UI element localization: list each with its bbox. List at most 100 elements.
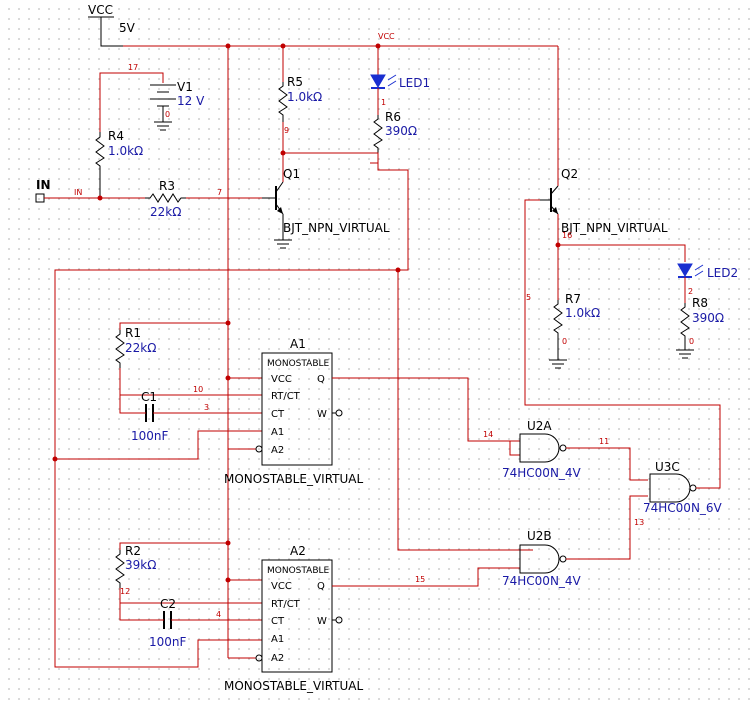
net-label: 9 [284,126,289,135]
c2-value: 100nF [149,635,187,649]
u2b-ref: U2B [527,529,552,543]
net-label: 16 [562,231,572,240]
a2-ref: A2 [290,544,306,558]
a1-model: MONOSTABLE_VIRTUAL [224,472,363,486]
vcc-power-symbol[interactable]: VCC 5V [88,3,136,47]
net-label: 2 [688,287,693,296]
inversion-bubble [559,444,567,452]
q1-ref: Q1 [283,167,300,181]
pin-label: VCC [271,581,292,592]
a2-model: MONOSTABLE_VIRTUAL [224,679,363,693]
pin-label: CT [271,409,285,420]
r4-resistor[interactable]: R4 1.0kΩ [95,129,143,198]
c2-ref: C2 [160,597,176,611]
junction-dot [97,195,103,201]
net-label: 3 [204,403,209,412]
r7-resistor[interactable]: R7 1.0kΩ 0 [549,245,600,369]
r2-resistor[interactable]: R2 39kΩ 12 [115,542,262,621]
net-label: 11 [599,437,609,446]
r4-value: 1.0kΩ [108,144,143,158]
vcc-rail-wire[interactable]: VCC [123,32,558,49]
net-label: 17 [128,63,138,72]
input-net-label: IN [74,188,82,197]
v1-ref: V1 [177,80,193,94]
r6-value: 390Ω [385,124,417,138]
u3c-model: 74HC00N_6V [643,501,723,515]
vcc-value-label: 5V [119,21,136,35]
v1-value: 12 V [177,94,205,108]
r7-value: 1.0kΩ [565,306,600,320]
net-label: 12 [120,587,130,596]
net-label: 0 [562,337,567,346]
u3c-nand-gate[interactable]: U3C 74HC00N_6V 5 [524,199,723,515]
input-port[interactable]: IN IN [35,178,145,203]
c2-capacitor[interactable]: C2 100nF 4 [149,597,262,649]
pin-label: Q [317,581,325,592]
inversion-bubble [689,484,697,492]
net-label: 1 [381,98,386,107]
q2-ref: Q2 [561,167,578,181]
r6-resistor[interactable]: R6 390Ω [283,110,417,164]
inversion-bubble [335,409,343,417]
inversion-bubble [255,445,263,453]
r1-resistor[interactable]: R1 22kΩ 10 [115,322,262,414]
pin-label: A1 [271,634,284,645]
r5-resistor[interactable]: R5 1.0kΩ 9 [278,46,322,182]
q1-transistor[interactable]: Q1 BJT_NPN_VIRTUAL [262,167,390,249]
q1-model: BJT_NPN_VIRTUAL [283,221,390,235]
u2b-nand-gate[interactable]: U2B 74HC00N_4V 13 [502,495,648,588]
net-label: 13 [634,518,644,527]
a2-title: MONOSTABLE [267,566,330,576]
net-label: 4 [216,610,221,619]
net-label: 0 [165,110,170,119]
u2b-model: 74HC00N_4V [502,574,582,588]
led1-diode[interactable]: LED1 1 [370,46,430,115]
pin-label: A1 [271,427,284,438]
inversion-bubble [335,616,343,624]
r3-value: 22kΩ [150,205,181,219]
c1-capacitor[interactable]: C1 100nF 3 [131,390,262,443]
pin-label: VCC [271,374,292,385]
q1-output-wire[interactable] [52,163,534,668]
led2-ref: LED2 [707,266,738,280]
u2a-ref: U2A [527,419,552,433]
r2-value: 39kΩ [125,558,156,572]
led2-diode[interactable]: LED2 2 [677,263,738,303]
c1-ref: C1 [141,390,157,404]
u2a-model: 74HC00N_4V [502,466,582,480]
net-label: 10 [193,385,203,394]
v1-battery[interactable]: 17 0 V1 12 V [99,63,205,132]
r7-ref: R7 [565,292,581,306]
u3c-ref: U3C [655,460,680,474]
net-label: 14 [483,430,493,439]
a2-q-wire[interactable]: 15 [332,567,520,587]
a1-q-wire[interactable]: 14 [332,377,510,442]
r6-ref: R6 [385,110,401,124]
a2-monostable[interactable]: A2 MONOSTABLE VCC RT/CT CT A1 A2 Q W MON… [224,544,363,693]
r2-ref: R2 [125,544,141,558]
pin-label: W [317,616,327,627]
net-label: 0 [689,337,694,346]
r8-resistor[interactable]: R8 390Ω 0 [676,296,724,359]
r5-value: 1.0kΩ [287,90,322,104]
inversion-bubble [255,654,263,662]
a1-monostable[interactable]: A1 MONOSTABLE VCC RT/CT CT A1 A2 Q W MON… [224,337,363,486]
input-pin-label: IN [36,178,51,192]
q2-transistor[interactable]: Q2 BJT_NPN_VIRTUAL [540,46,668,235]
r1-value: 22kΩ [125,341,156,355]
vcc-trunk-wire[interactable] [225,46,263,659]
r5-ref: R5 [287,75,303,89]
vcc-symbol-label: VCC [88,3,113,17]
c1-value: 100nF [131,429,169,443]
pin-label: RT/CT [271,391,301,402]
a1-title: MONOSTABLE [267,359,330,369]
u2a-nand-gate[interactable]: U2A 74HC00N_4V 11 [502,419,648,481]
r1-ref: R1 [125,326,141,340]
r4-ref: R4 [108,129,124,143]
net-label: 5 [526,293,531,302]
vcc-net-label: VCC [378,32,395,41]
net-label: 7 [217,188,222,197]
pin-label: Q [317,374,325,385]
pin-label: W [317,409,327,420]
r3-resistor[interactable]: R3 22kΩ 7 [145,179,262,219]
